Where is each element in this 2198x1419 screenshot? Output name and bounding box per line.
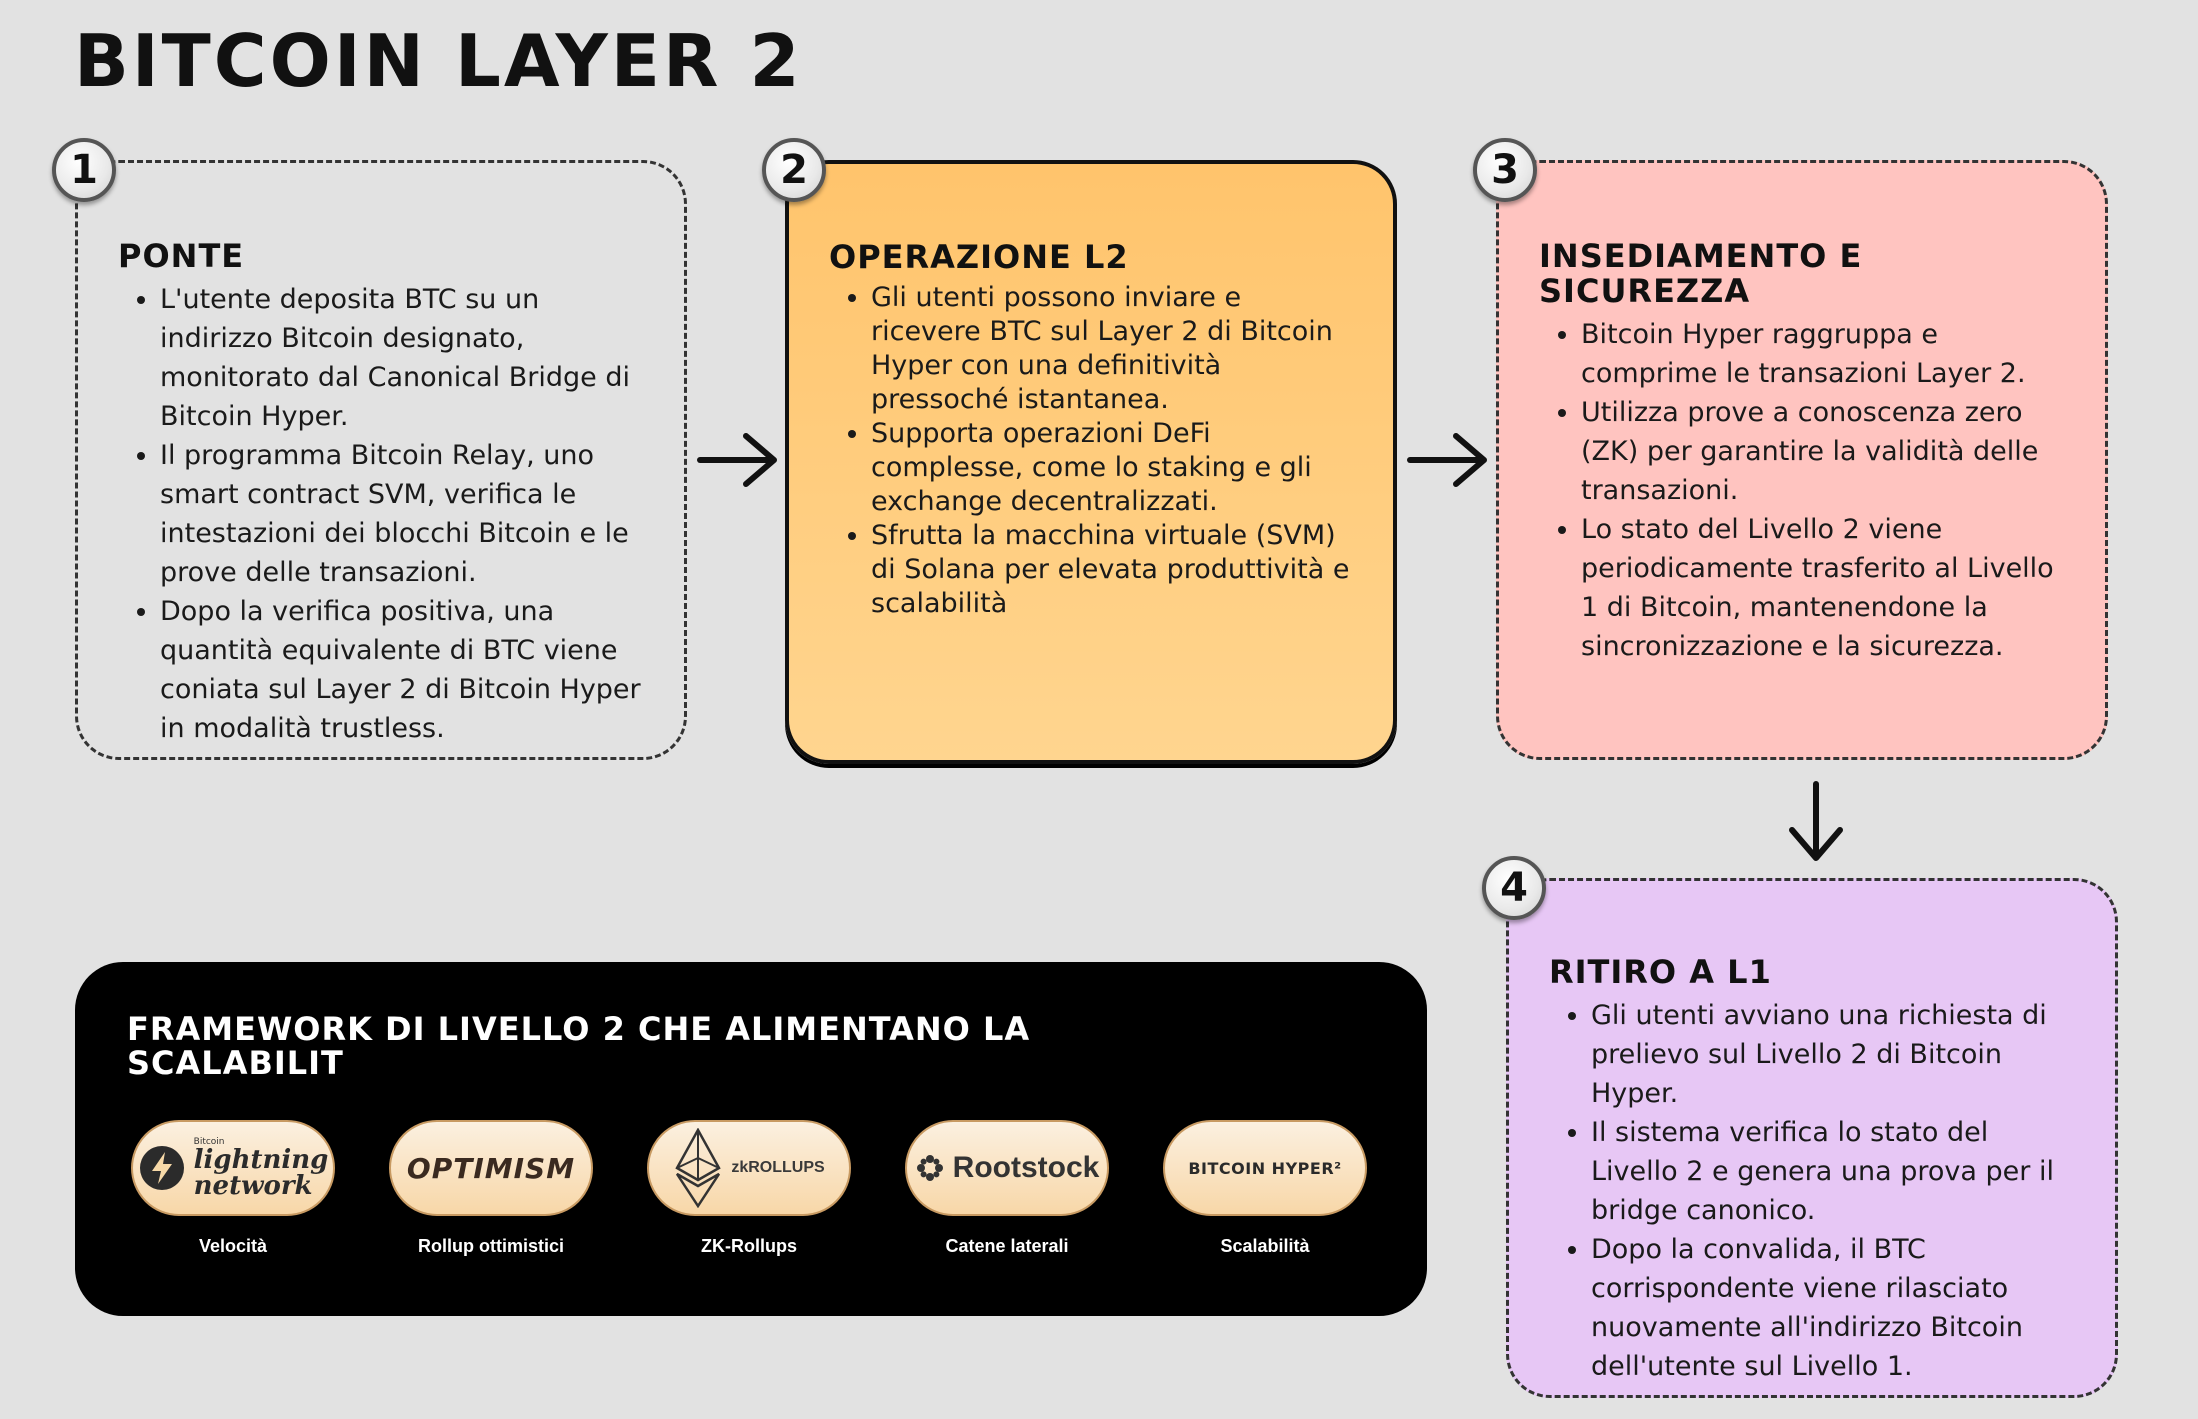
step-bullet: Lo stato del Livello 2 viene periodicame…	[1581, 510, 2065, 666]
framework-item-optimism: OPTIMISM Rollup ottimistici	[389, 1120, 593, 1257]
step-bullet-list: Gli utenti avviano una richiesta di prel…	[1549, 996, 2075, 1386]
framework-item-rootstock: Rootstock Catene laterali	[905, 1120, 1109, 1257]
step-heading: INSEDIAMENTO E SICUREZZA	[1539, 237, 1863, 311]
step-bullet: Gli utenti possono inviare e ricevere BT…	[871, 281, 1353, 417]
step-bullet: Dopo la convalida, il BTC corrispondente…	[1591, 1230, 2075, 1386]
step-bullet-list: L'utente deposita BTC su un indirizzo Bi…	[118, 280, 644, 748]
zkrollups-logo: zkROLLUPS	[647, 1120, 851, 1216]
step-bullet: L'utente deposita BTC su un indirizzo Bi…	[160, 280, 644, 436]
step-card-settlement-security: INSEDIAMENTO E SICUREZZA Bitcoin Hyper r…	[1496, 160, 2108, 760]
step-bullet: Il sistema verifica lo stato del Livello…	[1591, 1113, 2075, 1230]
step-number-badge: 1	[52, 138, 116, 202]
page-title: BITCOIN LAYER 2	[74, 19, 803, 103]
framework-panel: FRAMEWORK DI LIVELLO 2 CHE ALIMENTANO LA…	[75, 962, 1427, 1316]
step-bullet: Il programma Bitcoin Relay, uno smart co…	[160, 436, 644, 592]
step-bullet: Bitcoin Hyper raggruppa e comprime le tr…	[1581, 315, 2065, 393]
step-number-badge: 4	[1482, 856, 1546, 920]
lightning-bolt-icon	[139, 1146, 184, 1190]
step-heading: OPERAZIONE L2	[829, 238, 1129, 276]
framework-logo-row: Bitcoin lightning network Velocità OPTIM…	[131, 1120, 1367, 1257]
step-bullet: Dopo la verifica positiva, una quantità …	[160, 592, 644, 748]
framework-caption: Rollup ottimistici	[418, 1236, 564, 1256]
step-card-l2-operation: OPERAZIONE L2 Gli utenti possono inviare…	[785, 160, 1397, 764]
arrow-right-icon	[697, 433, 777, 487]
framework-caption: ZK-Rollups	[701, 1236, 797, 1256]
framework-heading: FRAMEWORK DI LIVELLO 2 CHE ALIMENTANO LA…	[127, 1010, 1031, 1082]
rootstock-flower-icon	[916, 1155, 943, 1181]
ethereum-diamond-icon	[675, 1128, 722, 1208]
step-bullet: Utilizza prove a conoscenza zero (ZK) pe…	[1581, 393, 2065, 510]
arrow-right-icon	[1407, 433, 1487, 487]
step-bullet-list: Gli utenti possono inviare e ricevere BT…	[829, 281, 1353, 621]
step-card-withdrawal: RITIRO A L1 Gli utenti avviano una richi…	[1506, 878, 2118, 1398]
framework-caption: Scalabilità	[1220, 1236, 1310, 1256]
step-bullet: Supporta operazioni DeFi complesse, come…	[871, 417, 1353, 519]
arrow-down-icon	[1789, 781, 1843, 861]
framework-item-lightning: Bitcoin lightning network Velocità	[131, 1120, 335, 1257]
step-bullet-list: Bitcoin Hyper raggruppa e comprime le tr…	[1539, 315, 2065, 666]
step-bullet: Sfrutta la macchina virtuale (SVM) di So…	[871, 519, 1353, 621]
optimism-logo: OPTIMISM	[389, 1120, 593, 1216]
lightning-network-logo: Bitcoin lightning network	[131, 1120, 335, 1216]
step-heading: RITIRO A L1	[1549, 953, 1772, 991]
bitcoin-hyper-logo: BITCOIN HYPER²	[1163, 1120, 1367, 1216]
framework-item-bitcoin-hyper: BITCOIN HYPER² Scalabilità	[1163, 1120, 1367, 1257]
step-number-badge: 2	[762, 138, 826, 202]
framework-item-zkrollups: zkROLLUPS ZK-Rollups	[647, 1120, 851, 1257]
framework-caption: Velocità	[198, 1236, 268, 1256]
step-card-bridge: PONTE L'utente deposita BTC su un indiri…	[75, 160, 687, 760]
step-number-badge: 3	[1473, 138, 1537, 202]
rootstock-logo: Rootstock	[905, 1120, 1109, 1216]
framework-caption: Catene laterali	[945, 1236, 1069, 1256]
step-heading: PONTE	[118, 237, 245, 275]
step-bullet: Gli utenti avviano una richiesta di prel…	[1591, 996, 2075, 1113]
